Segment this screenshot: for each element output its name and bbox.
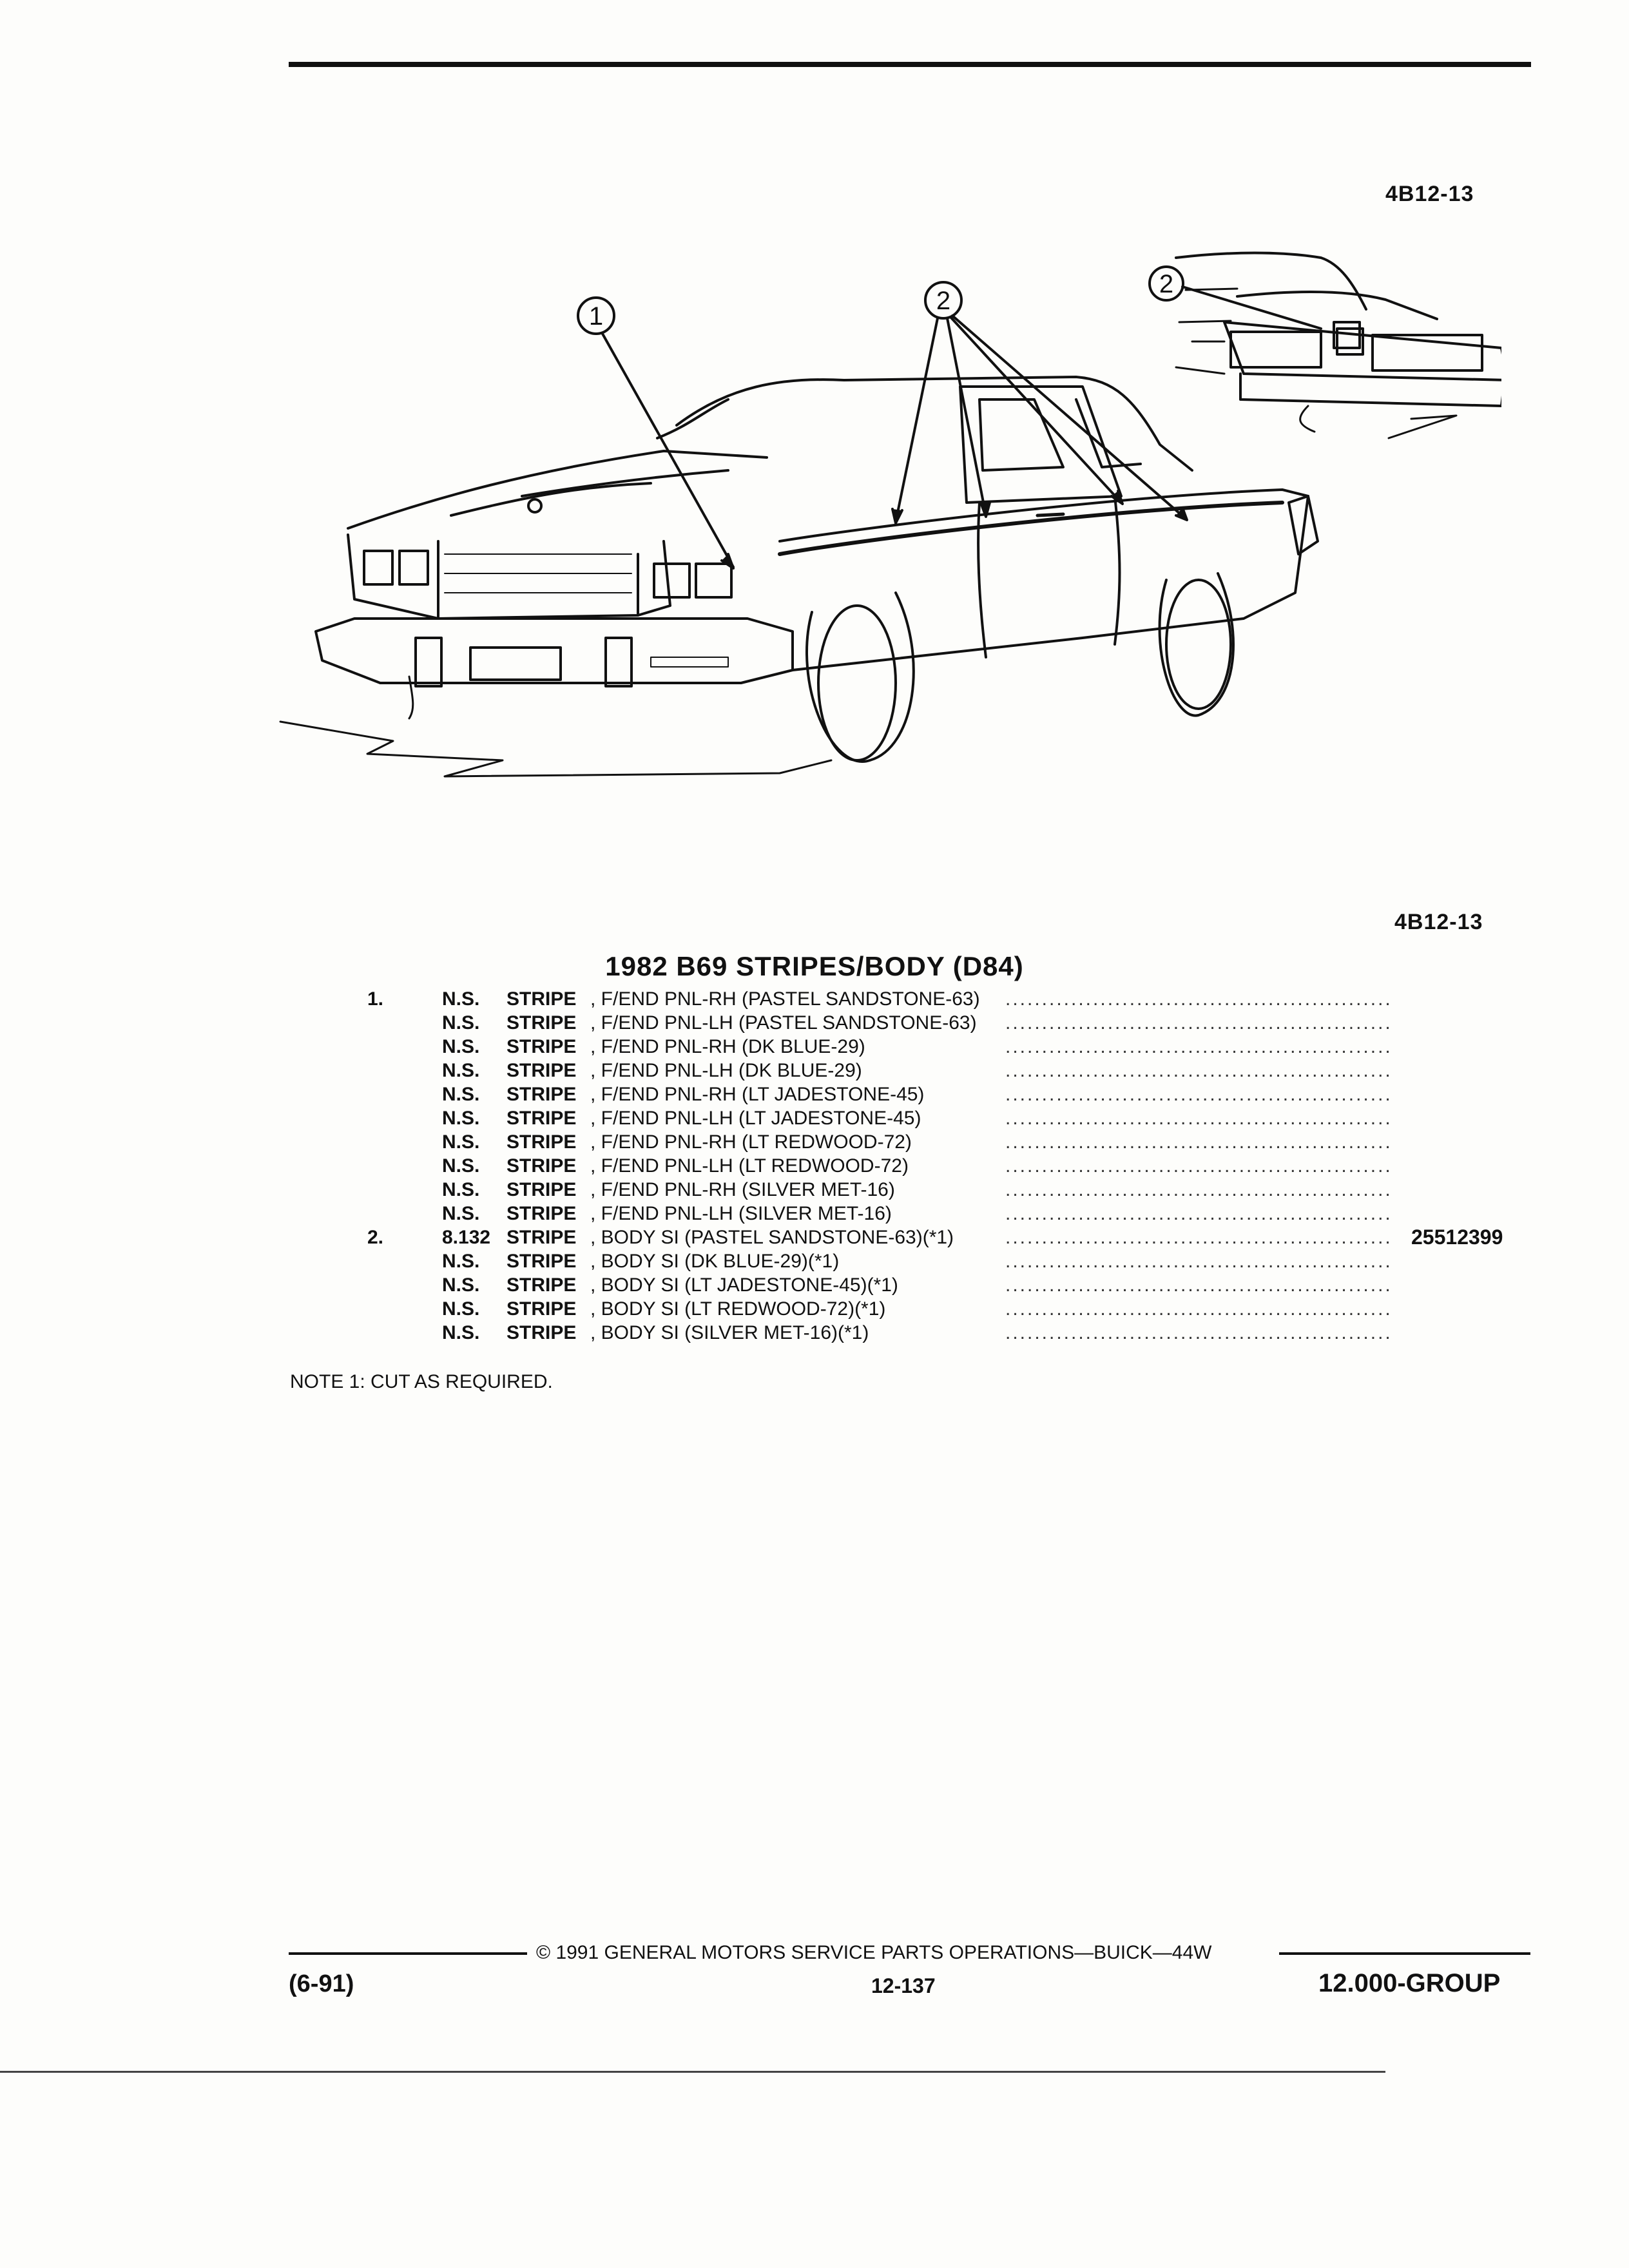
part-row: N.S. STRIPE , F/END PNL-LH (LT REDWOOD-72)… (361, 1154, 1540, 1178)
callout-label: 2 (1159, 270, 1173, 298)
part-name: STRIPE (506, 1322, 577, 1343)
dot-leader: ........................................… (1005, 1108, 1392, 1129)
figure-id-top: 4B12-13 (1385, 182, 1474, 206)
parts-list: 1. N.S. STRIPE , F/END PNL-RH (PASTEL SANDS… (361, 987, 1540, 1345)
item-number: 2. (367, 1227, 384, 1248)
dot-leader: ........................................… (1005, 1155, 1392, 1177)
top-rule (289, 62, 1531, 67)
part-name: STRIPE (506, 1203, 577, 1224)
dot-leader: ........................................… (1005, 1060, 1392, 1081)
quantity: N.S. (442, 1251, 480, 1272)
quantity: N.S. (442, 1274, 480, 1296)
part-row: N.S. STRIPE , BODY SI (LT REDWOOD-72)(*1).… (361, 1297, 1540, 1321)
part-name: STRIPE (506, 1131, 577, 1153)
part-row: N.S. STRIPE , BODY SI (SILVER MET-16)(*1).… (361, 1321, 1540, 1345)
part-row: 1. N.S. STRIPE , F/END PNL-RH (PASTEL SANDS… (361, 987, 1540, 1011)
dot-leader: ........................................… (1005, 1084, 1392, 1105)
part-name: STRIPE (506, 1251, 577, 1272)
part-name: STRIPE (506, 1012, 577, 1033)
part-row: N.S. STRIPE , F/END PNL-RH (DK BLUE-29)...… (361, 1035, 1540, 1059)
car-stripe-illustration: 1 2 2 (279, 251, 1501, 778)
part-row: N.S. STRIPE , BODY SI (LT JADESTONE-45)(*1… (361, 1273, 1540, 1297)
dot-leader: ........................................… (1005, 1012, 1392, 1033)
part-row: N.S. STRIPE , F/END PNL-LH (LT JADESTONE-4… (361, 1106, 1540, 1130)
part-row: N.S. STRIPE , F/END PNL-LH (PASTEL SANDSTO… (361, 1011, 1540, 1035)
part-row: 2. 8.132 STRIPE , BODY SI (PASTEL SANDSTONE… (361, 1225, 1540, 1249)
page-number: 12-137 (871, 1974, 936, 1997)
part-name: STRIPE (506, 1179, 577, 1200)
quantity: N.S. (442, 1012, 480, 1033)
part-row: N.S. STRIPE , F/END PNL-LH (DK BLUE-29)...… (361, 1059, 1540, 1082)
dot-leader: ........................................… (1005, 988, 1392, 1010)
part-description: , BODY SI (DK BLUE-29)(*1) (590, 1251, 840, 1272)
note: NOTE 1: CUT AS REQUIRED. (290, 1371, 553, 1392)
part-name: STRIPE (506, 1084, 577, 1105)
section-title: 1982 B69 STRIPES/BODY (D84) (605, 951, 1024, 981)
part-description: , F/END PNL-RH (PASTEL SANDSTONE-63) (590, 988, 980, 1010)
footer-rule-right (1279, 1952, 1530, 1955)
dot-leader: ........................................… (1005, 1131, 1392, 1153)
revision-date: (6-91) (289, 1970, 354, 1997)
quantity: N.S. (442, 1060, 480, 1081)
quantity: N.S. (442, 1155, 480, 1177)
part-description: , F/END PNL-LH (LT JADESTONE-45) (590, 1108, 921, 1129)
part-description: , F/END PNL-RH (SILVER MET-16) (590, 1179, 895, 1200)
quantity: N.S. (442, 1084, 480, 1105)
part-description: , F/END PNL-LH (PASTEL SANDSTONE-63) (590, 1012, 977, 1033)
part-description: , F/END PNL-LH (LT REDWOOD-72) (590, 1155, 909, 1177)
dot-leader: ........................................… (1005, 1322, 1392, 1343)
part-name: STRIPE (506, 1060, 577, 1081)
part-description: , BODY SI (LT JADESTONE-45)(*1) (590, 1274, 898, 1296)
copyright: © 1991 GENERAL MOTORS SERVICE PARTS OPER… (536, 1942, 1212, 1963)
dot-leader: ........................................… (1005, 1251, 1392, 1272)
part-row: N.S. STRIPE , F/END PNL-RH (LT JADESTONE-4… (361, 1082, 1540, 1106)
part-name: STRIPE (506, 1298, 577, 1320)
part-name: STRIPE (506, 1227, 577, 1248)
quantity: N.S. (442, 1322, 480, 1343)
part-row: N.S. STRIPE , F/END PNL-RH (LT REDWOOD-72)… (361, 1130, 1540, 1154)
part-description: , F/END PNL-RH (LT JADESTONE-45) (590, 1084, 925, 1105)
quantity: 8.132 (442, 1227, 491, 1248)
part-name: STRIPE (506, 988, 577, 1010)
quantity: N.S. (442, 1298, 480, 1320)
callout-label: 2 (936, 287, 950, 315)
part-name: STRIPE (506, 1036, 577, 1057)
figure-id-bottom: 4B12-13 (1394, 910, 1483, 934)
footer-rule-left (289, 1952, 527, 1955)
part-name: STRIPE (506, 1274, 577, 1296)
dot-leader: ........................................… (1005, 1179, 1392, 1200)
quantity: N.S. (442, 1179, 480, 1200)
part-description: , BODY SI (PASTEL SANDSTONE-63)(*1) (590, 1227, 954, 1248)
quantity: N.S. (442, 1036, 480, 1057)
dot-leader: ........................................… (1005, 1036, 1392, 1057)
part-description: , F/END PNL-LH (DK BLUE-29) (590, 1060, 862, 1081)
dot-leader: ........................................… (1005, 1203, 1392, 1224)
callout-label: 1 (589, 302, 603, 331)
part-description: , BODY SI (LT REDWOOD-72)(*1) (590, 1298, 886, 1320)
quantity: N.S. (442, 1108, 480, 1129)
dot-leader: ........................................… (1005, 1298, 1392, 1320)
part-row: N.S. STRIPE , F/END PNL-LH (SILVER MET-16)… (361, 1202, 1540, 1225)
dot-leader: ........................................… (1005, 1274, 1392, 1296)
part-number: 25512399 (1411, 1225, 1503, 1249)
part-row: N.S. STRIPE , F/END PNL-RH (SILVER MET-16)… (361, 1178, 1540, 1202)
quantity: N.S. (442, 1131, 480, 1153)
dot-leader: ........................................… (1005, 1227, 1392, 1248)
part-description: , F/END PNL-LH (SILVER MET-16) (590, 1203, 892, 1224)
part-name: STRIPE (506, 1155, 577, 1177)
part-row: N.S. STRIPE , BODY SI (DK BLUE-29)(*1)....… (361, 1249, 1540, 1273)
scan-edge (0, 2071, 1385, 2073)
part-description: , F/END PNL-RH (LT REDWOOD-72) (590, 1131, 912, 1153)
group-label: 12.000-GROUP (1318, 1969, 1501, 1997)
quantity: N.S. (442, 988, 480, 1010)
part-description: , BODY SI (SILVER MET-16)(*1) (590, 1322, 869, 1343)
part-description: , F/END PNL-RH (DK BLUE-29) (590, 1036, 865, 1057)
part-name: STRIPE (506, 1108, 577, 1129)
quantity: N.S. (442, 1203, 480, 1224)
item-number: 1. (367, 988, 384, 1010)
